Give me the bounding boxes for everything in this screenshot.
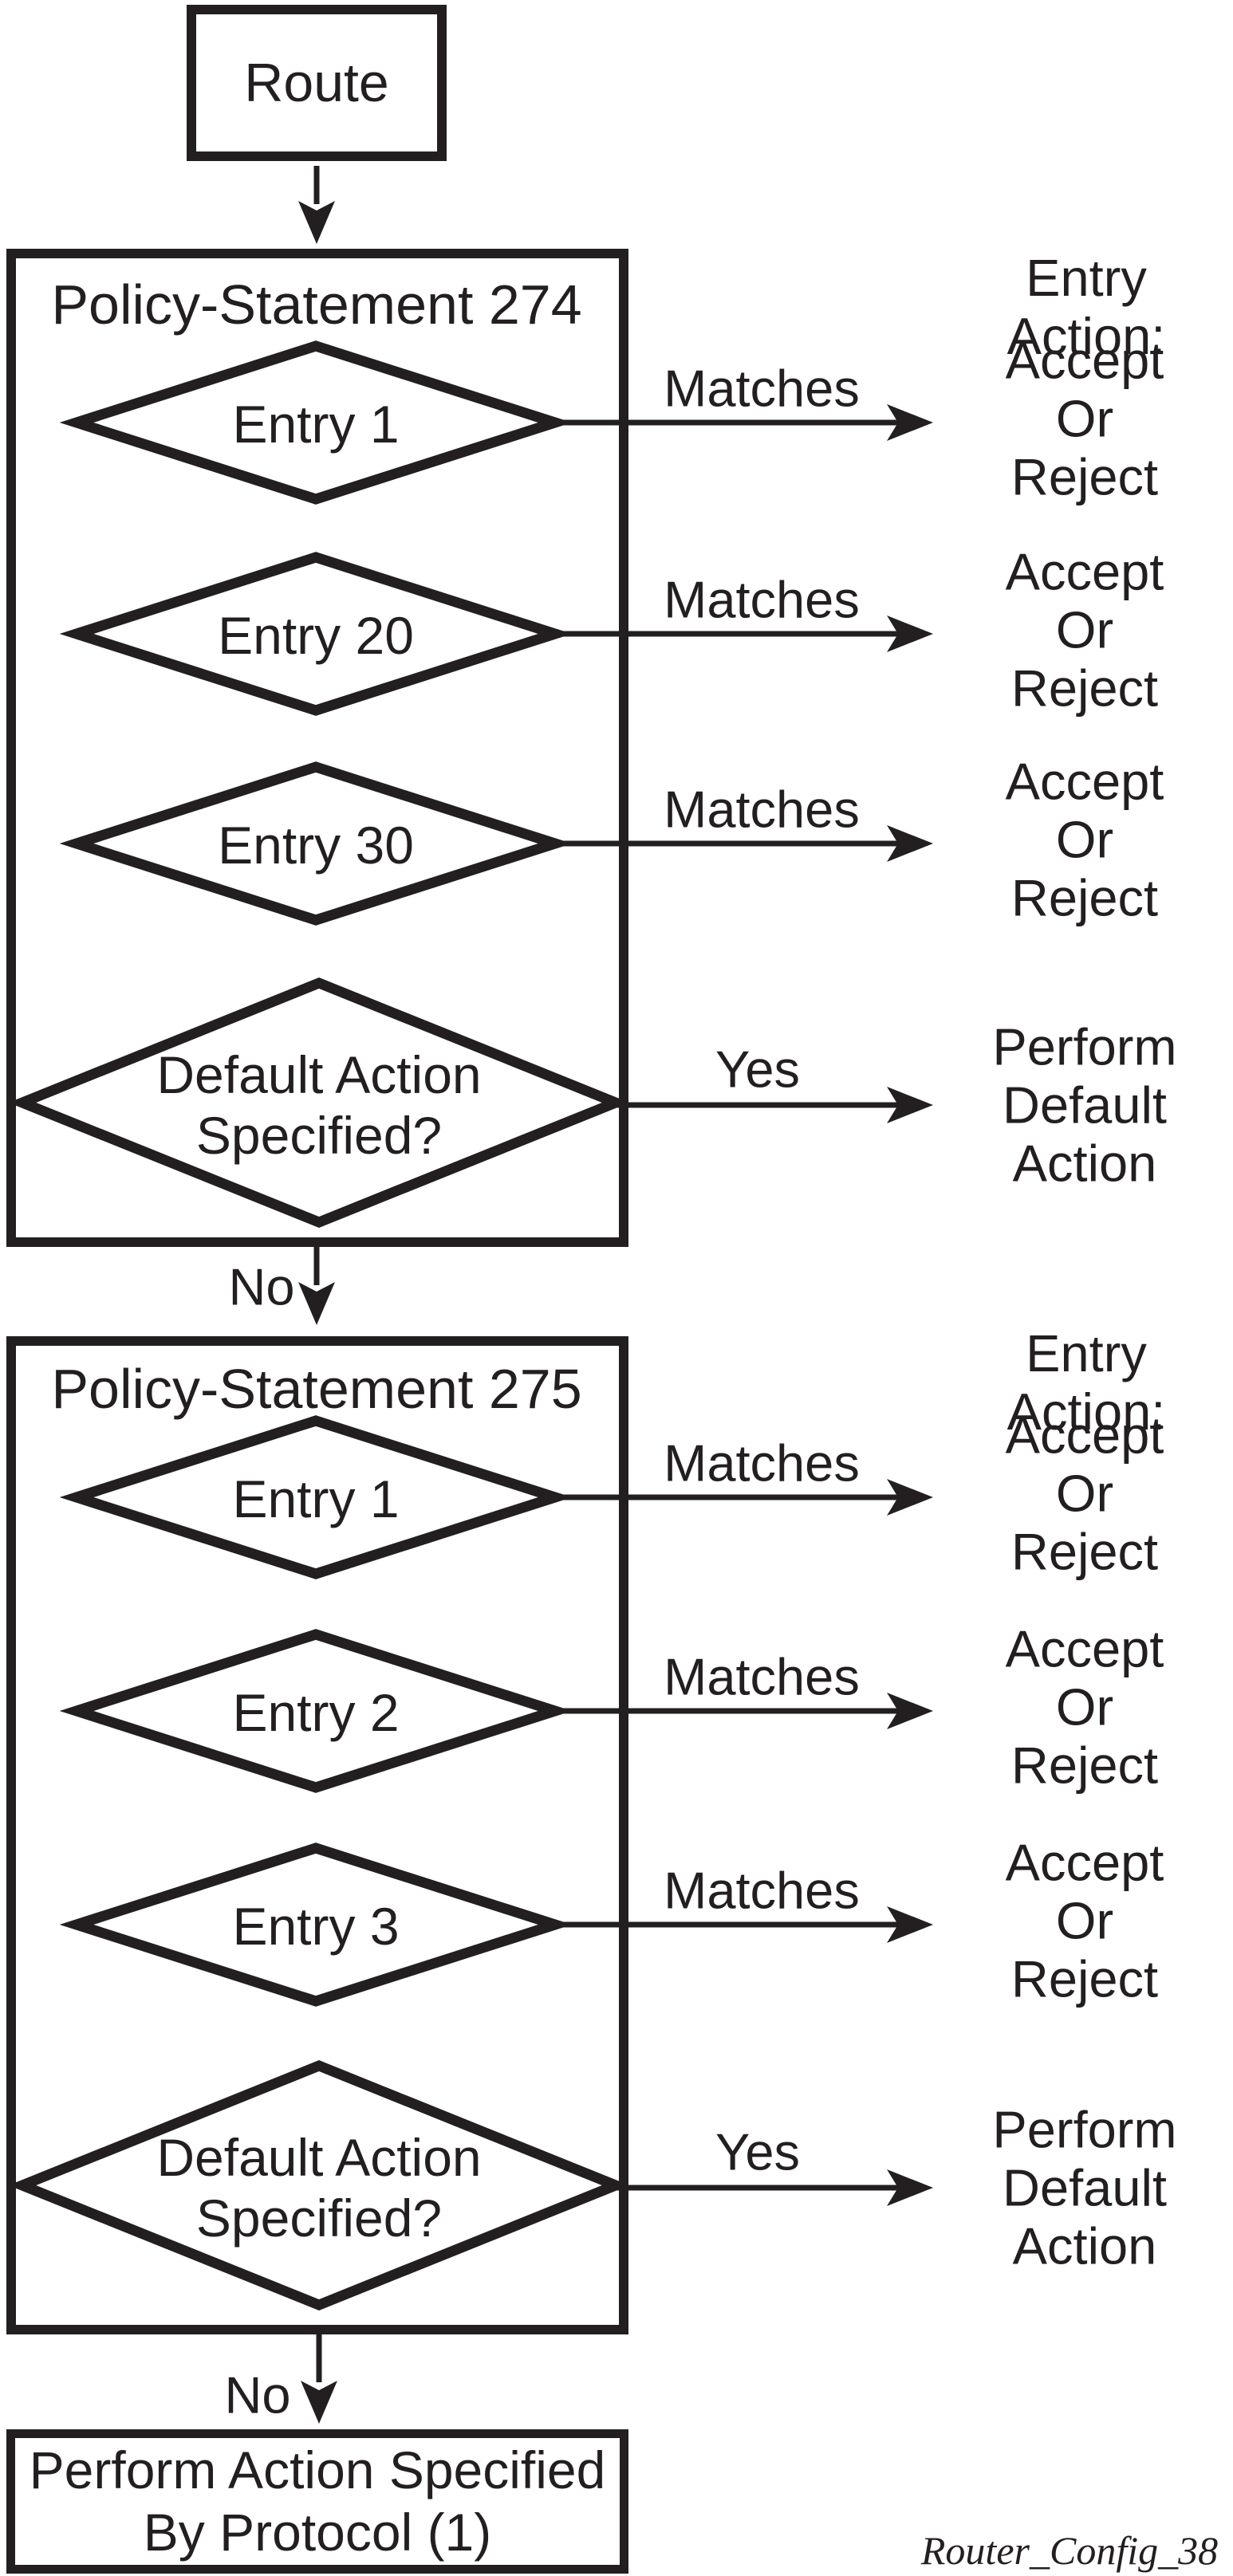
- route-box-shape: [187, 5, 447, 161]
- matches-arrow-275-entry-3: [550, 1906, 933, 1943]
- yes-label-275: Yes: [715, 2122, 801, 2181]
- entry-action-text-275-entry-2: Accept Or Reject: [1005, 1619, 1164, 1795]
- entry-1-label-274: Entry 1: [232, 395, 400, 454]
- no-label-274: No: [228, 1257, 295, 1316]
- perform-default-action-text-275: Perform Default Action: [992, 2100, 1177, 2275]
- matches-arrow-275-entry-1: [550, 1479, 933, 1516]
- terminal-node-label: Perform Action Specified By Protocol (1): [29, 2440, 606, 2562]
- matches-label-274-entry-20: Matches: [664, 570, 860, 629]
- yes-arrow-275-default: [613, 2169, 933, 2206]
- entry-20-label-274: Entry 20: [218, 606, 414, 665]
- entry-3-label-275: Entry 3: [232, 1897, 400, 1956]
- entry-action-header-275: Entry Action:: [1006, 1324, 1166, 1441]
- no-arrow-274-to-275: [298, 1247, 335, 1325]
- yes-label-274: Yes: [715, 1040, 801, 1099]
- matches-label-275-entry-1: Matches: [664, 1434, 860, 1493]
- perform-default-action-text-274: Perform Default Action: [992, 1017, 1177, 1193]
- route-to-policy274-arrow: [298, 166, 335, 244]
- matches-label-275-entry-3: Matches: [664, 1861, 860, 1920]
- matches-label-274-entry-1: Matches: [664, 359, 860, 418]
- matches-label-274-entry-30: Matches: [664, 780, 860, 839]
- matches-arrow-274-entry-1: [550, 404, 933, 441]
- entry-1-label-275: Entry 1: [232, 1469, 400, 1528]
- matches-arrow-274-entry-20: [550, 615, 933, 652]
- entry-30-label-274: Entry 30: [218, 816, 414, 875]
- terminal-box-shape: [6, 2429, 628, 2574]
- policy-274-title: Policy-Statement 274: [51, 273, 582, 336]
- entry-action-text-274-entry-20: Accept Or Reject: [1005, 542, 1164, 718]
- entry-action-header-274: Entry Action:: [1006, 249, 1166, 365]
- entry-action-text-274-entry-1: Accept Or Reject: [1005, 331, 1164, 506]
- no-label-275: No: [224, 2366, 291, 2425]
- policy-275-title: Policy-Statement 275: [51, 1358, 582, 1420]
- no-arrow-275-to-terminal: [301, 2334, 337, 2424]
- route-node-label: Route: [244, 53, 389, 113]
- entry-2-label-275: Entry 2: [232, 1683, 400, 1742]
- default-action-label-275: Default Action Specified?: [156, 2128, 482, 2248]
- matches-label-275-entry-2: Matches: [664, 1647, 860, 1706]
- matches-arrow-275-entry-2: [550, 1693, 933, 1729]
- matches-arrow-274-entry-30: [550, 825, 933, 862]
- entry-action-text-274-entry-30: Accept Or Reject: [1005, 752, 1164, 927]
- entry-action-text-275-entry-1: Accept Or Reject: [1005, 1406, 1164, 1581]
- entry-action-text-275-entry-3: Accept Or Reject: [1005, 1833, 1164, 2008]
- default-action-label-274: Default Action Specified?: [156, 1045, 482, 1165]
- yes-arrow-274-default: [613, 1087, 933, 1123]
- figure-id-watermark: Router_Config_38: [920, 2528, 1219, 2573]
